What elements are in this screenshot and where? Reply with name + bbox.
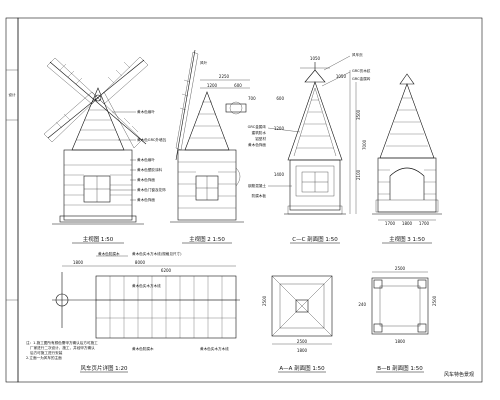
note-line: 后方可施工进行安装 bbox=[30, 350, 63, 355]
front3-dim: 1700 bbox=[385, 221, 396, 226]
cc-dim: 1400 bbox=[274, 172, 285, 177]
note-line: 厂家进行二次设计，施工，并经甲方确认 bbox=[30, 345, 95, 350]
bb-dim: 240 bbox=[358, 302, 366, 307]
cc-callout: 建筑防水 bbox=[252, 130, 267, 135]
blade-callout: 黄木色防腐木 bbox=[98, 251, 120, 256]
title-block-text: 风车特色景观 bbox=[444, 371, 474, 378]
blade-detail: 8000 1800 6200 黄木色防腐木 黄木色实木方木线(规格见尺寸) 黄木… bbox=[52, 251, 240, 373]
blade-callout: 黄木色实木方木线 bbox=[200, 346, 229, 351]
blade-callout: 黄木色实木方木线(规格见尺寸) bbox=[132, 251, 182, 256]
view-title-blade: 风车页片详图 1:20 bbox=[80, 364, 128, 372]
cc-callout: GRC金属砖 bbox=[352, 76, 371, 81]
front-hub bbox=[94, 94, 102, 102]
cc-dim: 1050 bbox=[310, 56, 321, 61]
cc-dim: 1200 bbox=[274, 126, 285, 131]
bb-dim: 2500 bbox=[432, 295, 437, 306]
view-title-cc: C—C 剖面图 1:50 bbox=[292, 235, 338, 243]
bb-dim: 1800 bbox=[395, 339, 406, 344]
left-title-strip bbox=[5, 17, 19, 383]
windmill-blades bbox=[43, 56, 149, 149]
cc-callout: 黄木色饰面 bbox=[248, 142, 266, 147]
blade-callout: 黄木色实木方木线 bbox=[132, 283, 161, 288]
cc-dim: 3500 bbox=[356, 109, 361, 120]
blade-dim: 1800 bbox=[73, 260, 84, 265]
section-aa: 2500 1800 2500 A—A 剖面图 1:50 bbox=[262, 275, 333, 373]
front-callouts: 黄木色扇叶 黄木色GRC外墙瓦 黄木色扇叶 黄木色塑胶涂料 黄木色饰面 黄木色门… bbox=[110, 109, 167, 202]
front2-dim: 600 bbox=[234, 83, 242, 88]
cc-callout: GRC金属砖 bbox=[248, 124, 267, 129]
cc-callout: 防腐木板 bbox=[252, 193, 267, 198]
view-title-bb: B—B 剖面图 1:50 bbox=[377, 364, 423, 372]
section-bb: 2500 1800 2500 240 B—B 剖面图 1:50 bbox=[358, 266, 437, 373]
general-notes: 注：1.施工图所有颜色需甲方确认后方可施工 厂家进行二次设计，施工，并经甲方确认… bbox=[26, 340, 98, 360]
cc-dim: 2100 bbox=[356, 169, 361, 180]
front-callout: 黄木色饰面 bbox=[137, 177, 155, 182]
front-callout: 黄木色扇叶 bbox=[137, 109, 155, 114]
front2-dim: 1200 bbox=[207, 83, 218, 88]
blade-dim: 8000 bbox=[135, 260, 146, 265]
front2-dim: 700 bbox=[248, 96, 256, 101]
bb-dim: 2500 bbox=[395, 266, 406, 271]
blade-dim: 6200 bbox=[161, 268, 172, 273]
front3-arch bbox=[389, 167, 425, 200]
view-title-front2: 主视图 2 1:50 bbox=[189, 235, 225, 243]
cc-callout: GRC仿木纹 bbox=[352, 68, 371, 73]
front-callout: 黄木色扇叶 bbox=[137, 157, 155, 162]
cc-callout: 风车页 bbox=[352, 52, 363, 57]
front-callout: 黄木色门窗及花饰 bbox=[137, 187, 166, 192]
cc-dim: 7000 bbox=[362, 139, 367, 150]
front2-callout: 风叶 bbox=[200, 60, 208, 65]
blade-callout: 黄木色防腐木 bbox=[132, 346, 154, 351]
view-title-front: 主视图 1:50 bbox=[83, 235, 114, 243]
front-callout: 黄木色饰面 bbox=[137, 197, 155, 202]
note-line: 2.立面一为风车的主面 bbox=[26, 355, 62, 360]
front-view: 主视图 1:50 黄木色扇叶 黄木色GRC外墙瓦 黄木色扇叶 黄木色塑胶涂料 黄… bbox=[43, 56, 167, 244]
cc-roof bbox=[287, 81, 343, 161]
left-strip-text: 设计 bbox=[8, 92, 16, 97]
view-title-aa: A—A 剖面图 1:50 bbox=[279, 364, 325, 372]
front2-dim: 2250 bbox=[219, 74, 230, 79]
cc-dim: 600 bbox=[276, 96, 284, 101]
aa-dim: 1800 bbox=[297, 348, 308, 353]
section-cc: 1050 3500 2100 7000 600 1200 1400 1050 风… bbox=[248, 52, 371, 244]
cc-callout: 钢筋混凝土 bbox=[248, 183, 266, 188]
aa-dim: 2500 bbox=[262, 295, 267, 306]
front-callout: 黄木色塑胶涂料 bbox=[137, 167, 163, 172]
side-blade-pole bbox=[175, 49, 196, 161]
cc-callout: 铝型材 bbox=[255, 136, 266, 141]
front3-dim: 1700 bbox=[419, 221, 430, 226]
front-callout: 黄木色GRC外墙瓦 bbox=[137, 137, 167, 142]
note-line: 注：1.施工图所有颜色需甲方确认后方可施工 bbox=[26, 340, 98, 345]
view-title-front3: 主视图 3 1:50 bbox=[389, 235, 425, 243]
front3-dim: 1800 bbox=[402, 221, 413, 226]
aa-dim: 2500 bbox=[297, 339, 308, 344]
front-view-2: 风叶 2250 1200 600 700 主视图 2 1:50 bbox=[170, 49, 256, 244]
front-view-3: 1700 1800 1700 主视图 3 1:50 bbox=[372, 73, 442, 244]
